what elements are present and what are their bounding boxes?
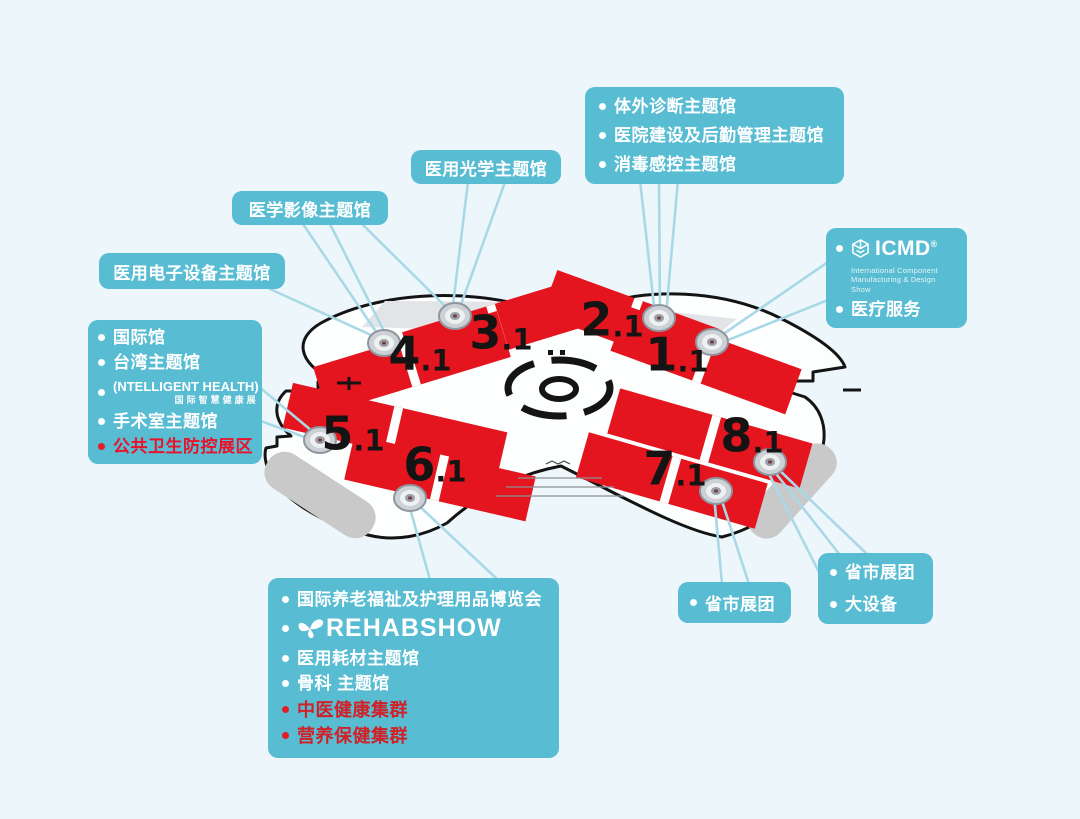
callout-item: 大设备: [845, 595, 898, 614]
callout-item: 医学影像主题馆: [248, 200, 372, 220]
callout-item: 医院建设及后勤管理主题馆: [614, 126, 824, 145]
icmd-logo: ICMD®: [875, 237, 938, 260]
bullet-dot-icon: [98, 417, 105, 425]
location-pins: [303, 302, 787, 512]
callout-item: 消毒感控主题馆: [614, 155, 737, 174]
callout-item: 医用耗材主题馆: [297, 648, 420, 668]
callout-item-alert: 公共卫生防控展区: [113, 437, 253, 456]
location-pin-icon: [393, 484, 427, 512]
central-hub-icon: [504, 350, 614, 420]
bullet-dot-icon: [599, 132, 606, 139]
callout-medical-electronics: 医用电子设备主题馆: [99, 253, 285, 289]
bullet-dot-icon: [282, 625, 289, 633]
rehabshow-logo: REHABSHOW: [326, 614, 502, 643]
location-pin-icon: [367, 329, 401, 357]
bullet-dot-icon: [830, 601, 837, 608]
bullet-dot-icon: [836, 245, 843, 252]
callout-item-alert: 营养保健集群: [297, 725, 408, 746]
location-pin-icon: [303, 426, 337, 454]
callout-province-small: 省市展团: [678, 582, 791, 623]
bullet-dot-icon: [98, 388, 105, 396]
bullet-dot-icon: [282, 732, 289, 740]
callout-item: 台湾主题馆: [113, 353, 201, 373]
location-pin-icon: [642, 304, 676, 332]
callout-item-alert: 中医健康集群: [297, 699, 408, 720]
hall-strip-4-1: [313, 310, 511, 414]
cube-icon: [852, 239, 869, 258]
bullet-dot-icon: [830, 569, 837, 576]
location-pin-icon: [438, 302, 472, 330]
bullet-dot-icon: [282, 654, 289, 662]
bullet-dot-icon: [599, 161, 606, 168]
icmd-logo-subtitle: International Component Manufacturing & …: [851, 265, 938, 294]
callout-international: 国际馆 台湾主题馆 NTELLIGENT HEALTH 国际智慧健康展 手术室主…: [88, 320, 262, 464]
callout-item: 手术室主题馆: [113, 411, 218, 431]
callout-icmd: ICMD® International Component Manufactur…: [826, 228, 967, 328]
wall-tick-left: [337, 377, 361, 390]
bullet-dot-icon: [282, 680, 289, 688]
callout-item: 国际养老福祉及护理用品博览会: [297, 590, 542, 609]
bullet-dot-icon: [690, 599, 697, 606]
callout-rehab: 国际养老福祉及护理用品博览会 REHABSHOW 医用耗材主题馆 骨科 主题馆 …: [268, 578, 559, 758]
callout-diagnostics: 体外诊断主题馆 医院建设及后勤管理主题馆 消毒感控主题馆: [585, 87, 844, 184]
callout-item: 骨科 主题馆: [297, 674, 390, 694]
canopy-gray-left: [264, 451, 376, 539]
butterfly-icon: [298, 619, 324, 639]
location-pin-icon: [699, 477, 733, 505]
bullet-dot-icon: [599, 103, 606, 110]
callout-item: 国际馆: [113, 328, 166, 347]
callout-province-large: 省市展团 大设备: [818, 553, 933, 624]
bullet-dot-icon: [836, 306, 843, 313]
leader-lines: [256, 178, 870, 586]
entrance-steps: [496, 460, 624, 497]
callout-medical-imaging: 医学影像主题馆: [232, 191, 388, 225]
bullet-dot-icon: [98, 334, 105, 341]
callout-item: 医用光学主题馆: [424, 159, 548, 179]
intelligent-health-logo: NTELLIGENT HEALTH 国际智慧健康展: [113, 380, 259, 405]
callout-item: 医疗服务: [851, 300, 921, 319]
callout-item: 省市展团: [705, 595, 775, 614]
location-pin-icon: [695, 328, 729, 356]
bullet-dot-icon: [98, 443, 105, 450]
canopy-gray-right: [747, 443, 837, 539]
location-pin-icon: [753, 448, 787, 476]
bullet-dot-icon: [282, 706, 289, 714]
hall-strip-5-1: [282, 382, 508, 478]
hall-strip-6-1: [344, 434, 536, 522]
callout-item: 省市展团: [845, 563, 915, 582]
callout-item: 体外诊断主题馆: [614, 97, 737, 116]
callout-item: 医用电子设备主题馆: [113, 263, 271, 283]
bullet-dot-icon: [282, 596, 289, 603]
bullet-dot-icon: [98, 359, 105, 367]
callout-medical-optics: 医用光学主题馆: [411, 150, 561, 184]
